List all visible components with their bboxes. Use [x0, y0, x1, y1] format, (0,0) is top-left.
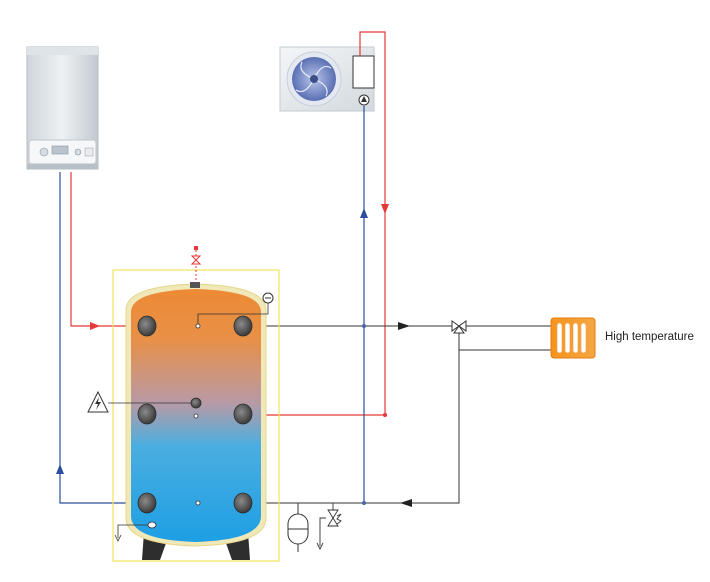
boiler-hot-supply-pipe [70, 172, 132, 327]
circulation-pump-icon [358, 94, 370, 106]
expansion-vessel-icon [287, 503, 309, 552]
heating-element-port [190, 397, 202, 409]
radiator-icon [550, 317, 596, 359]
flow-arrow-icon [381, 204, 389, 214]
port-lower-left [137, 492, 157, 514]
flow-arrow-icon [360, 208, 368, 218]
flow-arrow-icon [56, 464, 64, 474]
port-lower-right [233, 492, 253, 514]
boiler-cold-return-pipe [59, 172, 136, 504]
port-upper-right [233, 315, 253, 337]
port-middle-right [233, 403, 253, 425]
port-upper-left [137, 315, 157, 337]
heat-pump-hot-supply-pipe [252, 31, 386, 416]
flow-arrow-icon [398, 322, 410, 330]
thermometer-icon [262, 292, 274, 304]
heating-circuit-return-pipe [252, 333, 551, 504]
tank-ports [137, 315, 253, 514]
port-middle-left [137, 403, 157, 425]
drain-valve-icon [114, 521, 157, 542]
pressure-relief-valve-icon [316, 503, 342, 551]
electric-heating-element-icon [87, 390, 109, 413]
flow-arrow-icon [400, 499, 412, 507]
radiator-label: High temperature [605, 331, 694, 343]
wall-boiler-icon [26, 46, 99, 170]
heat-exchanger-icon [352, 55, 375, 89]
three-way-valve-icon [451, 320, 467, 334]
tank-sensor-lines [108, 301, 269, 404]
flow-arrow-icon [90, 322, 100, 330]
air-vent-valve-icon [190, 246, 202, 283]
tank-sockets [193, 323, 201, 506]
